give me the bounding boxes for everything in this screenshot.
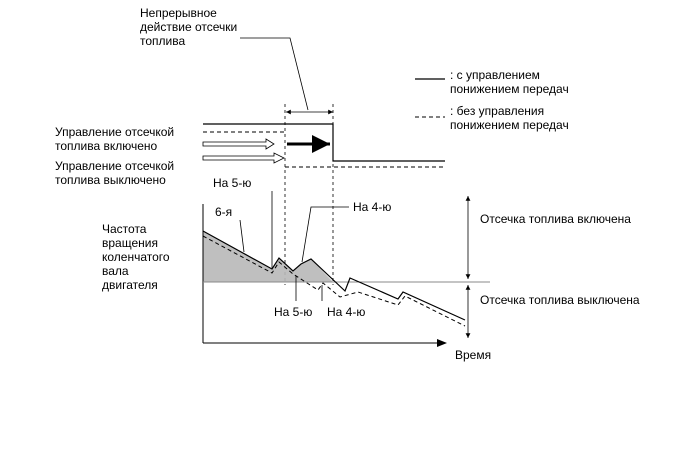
gear-label-fifth-top: На 5-ю (213, 176, 252, 190)
gear-label-fourth-bottom: На 4-ю (327, 305, 366, 319)
pointer-sixth (239, 219, 245, 253)
gear-label-fifth-bottom: На 5-ю (274, 305, 313, 319)
zone-cut-off-label: Отсечка топлива выключена (480, 293, 640, 307)
y-axis-label-line-3: коленчатого (102, 250, 170, 264)
legend-with-control-line-2: понижением передач (450, 82, 569, 96)
control-on-line-1: Управление отсечкой (55, 125, 175, 139)
continuous-cut-line-3: топлива (140, 34, 186, 48)
control-off-label: Управление отсечкой топлива выключено (55, 159, 174, 187)
legend-with-control: : с управлением понижением передач (450, 68, 569, 96)
legend-without-control-line-2: понижением передач (450, 118, 569, 132)
control-signal-solid (203, 123, 445, 162)
legend-without-control-line-1: : без управления (450, 104, 545, 118)
control-on-label: Управление отсечкой топлива включено (55, 125, 174, 153)
annotation-leader (240, 37, 309, 111)
x-axis-label: Время (455, 348, 492, 362)
y-axis-label-line-1: Частота (102, 222, 147, 236)
arrow-off-level (202, 152, 285, 164)
y-axis-label-line-2: вращения (102, 236, 158, 250)
legend-without-control: : без управления понижением передач (450, 104, 569, 132)
control-off-line-2: топлива выключено (55, 173, 166, 187)
y-axis-label: Частота вращения коленчатого вала двигат… (102, 222, 170, 292)
arrow-on-level (202, 138, 275, 150)
zone-cut-on-label: Отсечка топлива включена (480, 212, 631, 226)
legend-with-control-line-1: : с управлением (450, 68, 540, 82)
engine-speed-solid (202, 230, 466, 321)
engine-speed-dashed (202, 235, 466, 327)
gear-label-sixth: 6-я (215, 205, 233, 219)
y-axis-label-line-4: вала (102, 264, 129, 278)
pointer-fourth-top (301, 206, 349, 263)
gear-label-fourth-top: На 4-ю (353, 200, 392, 214)
continuous-cut-line-2: действие отсечки (140, 20, 238, 34)
control-off-line-1: Управление отсечкой (55, 159, 175, 173)
continuous-cut-line-1: Непрерывное (140, 6, 217, 20)
x-axis-arrow (437, 339, 447, 347)
control-on-line-2: топлива включено (55, 139, 158, 153)
fuel-cut-shaded-area (203, 231, 333, 282)
continuous-cut-label: Непрерывное действие отсечки топлива (140, 6, 237, 48)
y-axis-label-line-5: двигателя (102, 278, 158, 292)
